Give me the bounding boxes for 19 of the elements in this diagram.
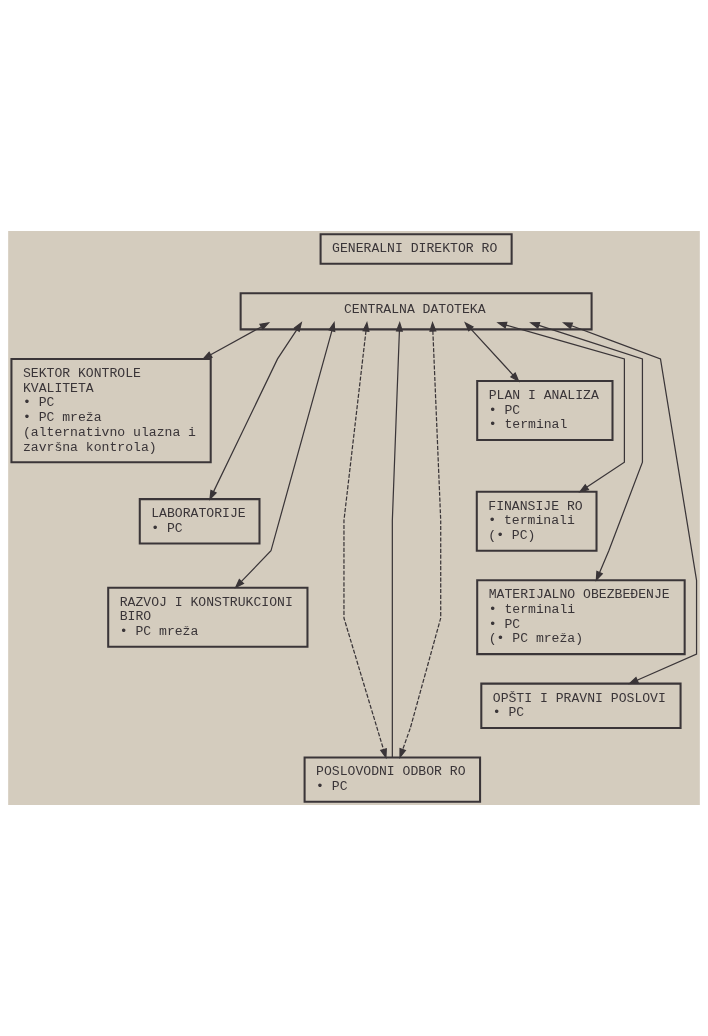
node-box: OPŠTI I PRAVNI POSLOVI • PC (480, 682, 682, 729)
node-box: FINANSIJE RO • terminali (• PC) (475, 490, 598, 552)
arrow (391, 320, 404, 759)
arrow (464, 321, 520, 383)
arrow (561, 322, 698, 685)
node-box: RAZVOJ I KONSTRUKCIONI BIRO • PC mreža (107, 586, 309, 648)
node-box: PLAN I ANALIZA • PC • terminal (476, 380, 614, 442)
node-box: SEKTOR KONTROLE KVALITETA • PC • PC mreža (alternativno ulazna i završna kontrola) (10, 357, 212, 464)
arrow (343, 321, 387, 760)
arrow (399, 320, 442, 759)
arrow (234, 321, 336, 589)
arrow (209, 321, 303, 501)
arrow (496, 321, 625, 493)
node-box: MATERIJALNO OBEZBEĐENJE • terminali • PC (• PC mreža) (476, 579, 686, 656)
node-box: GENERALNI DIREKTOR RO (319, 233, 513, 265)
node-box: POSLOVODNI ODBOR RO • PC (303, 756, 482, 803)
arrow (529, 322, 644, 582)
arrow (201, 321, 271, 360)
node-box: LABORATORIJE • PC (138, 498, 261, 545)
